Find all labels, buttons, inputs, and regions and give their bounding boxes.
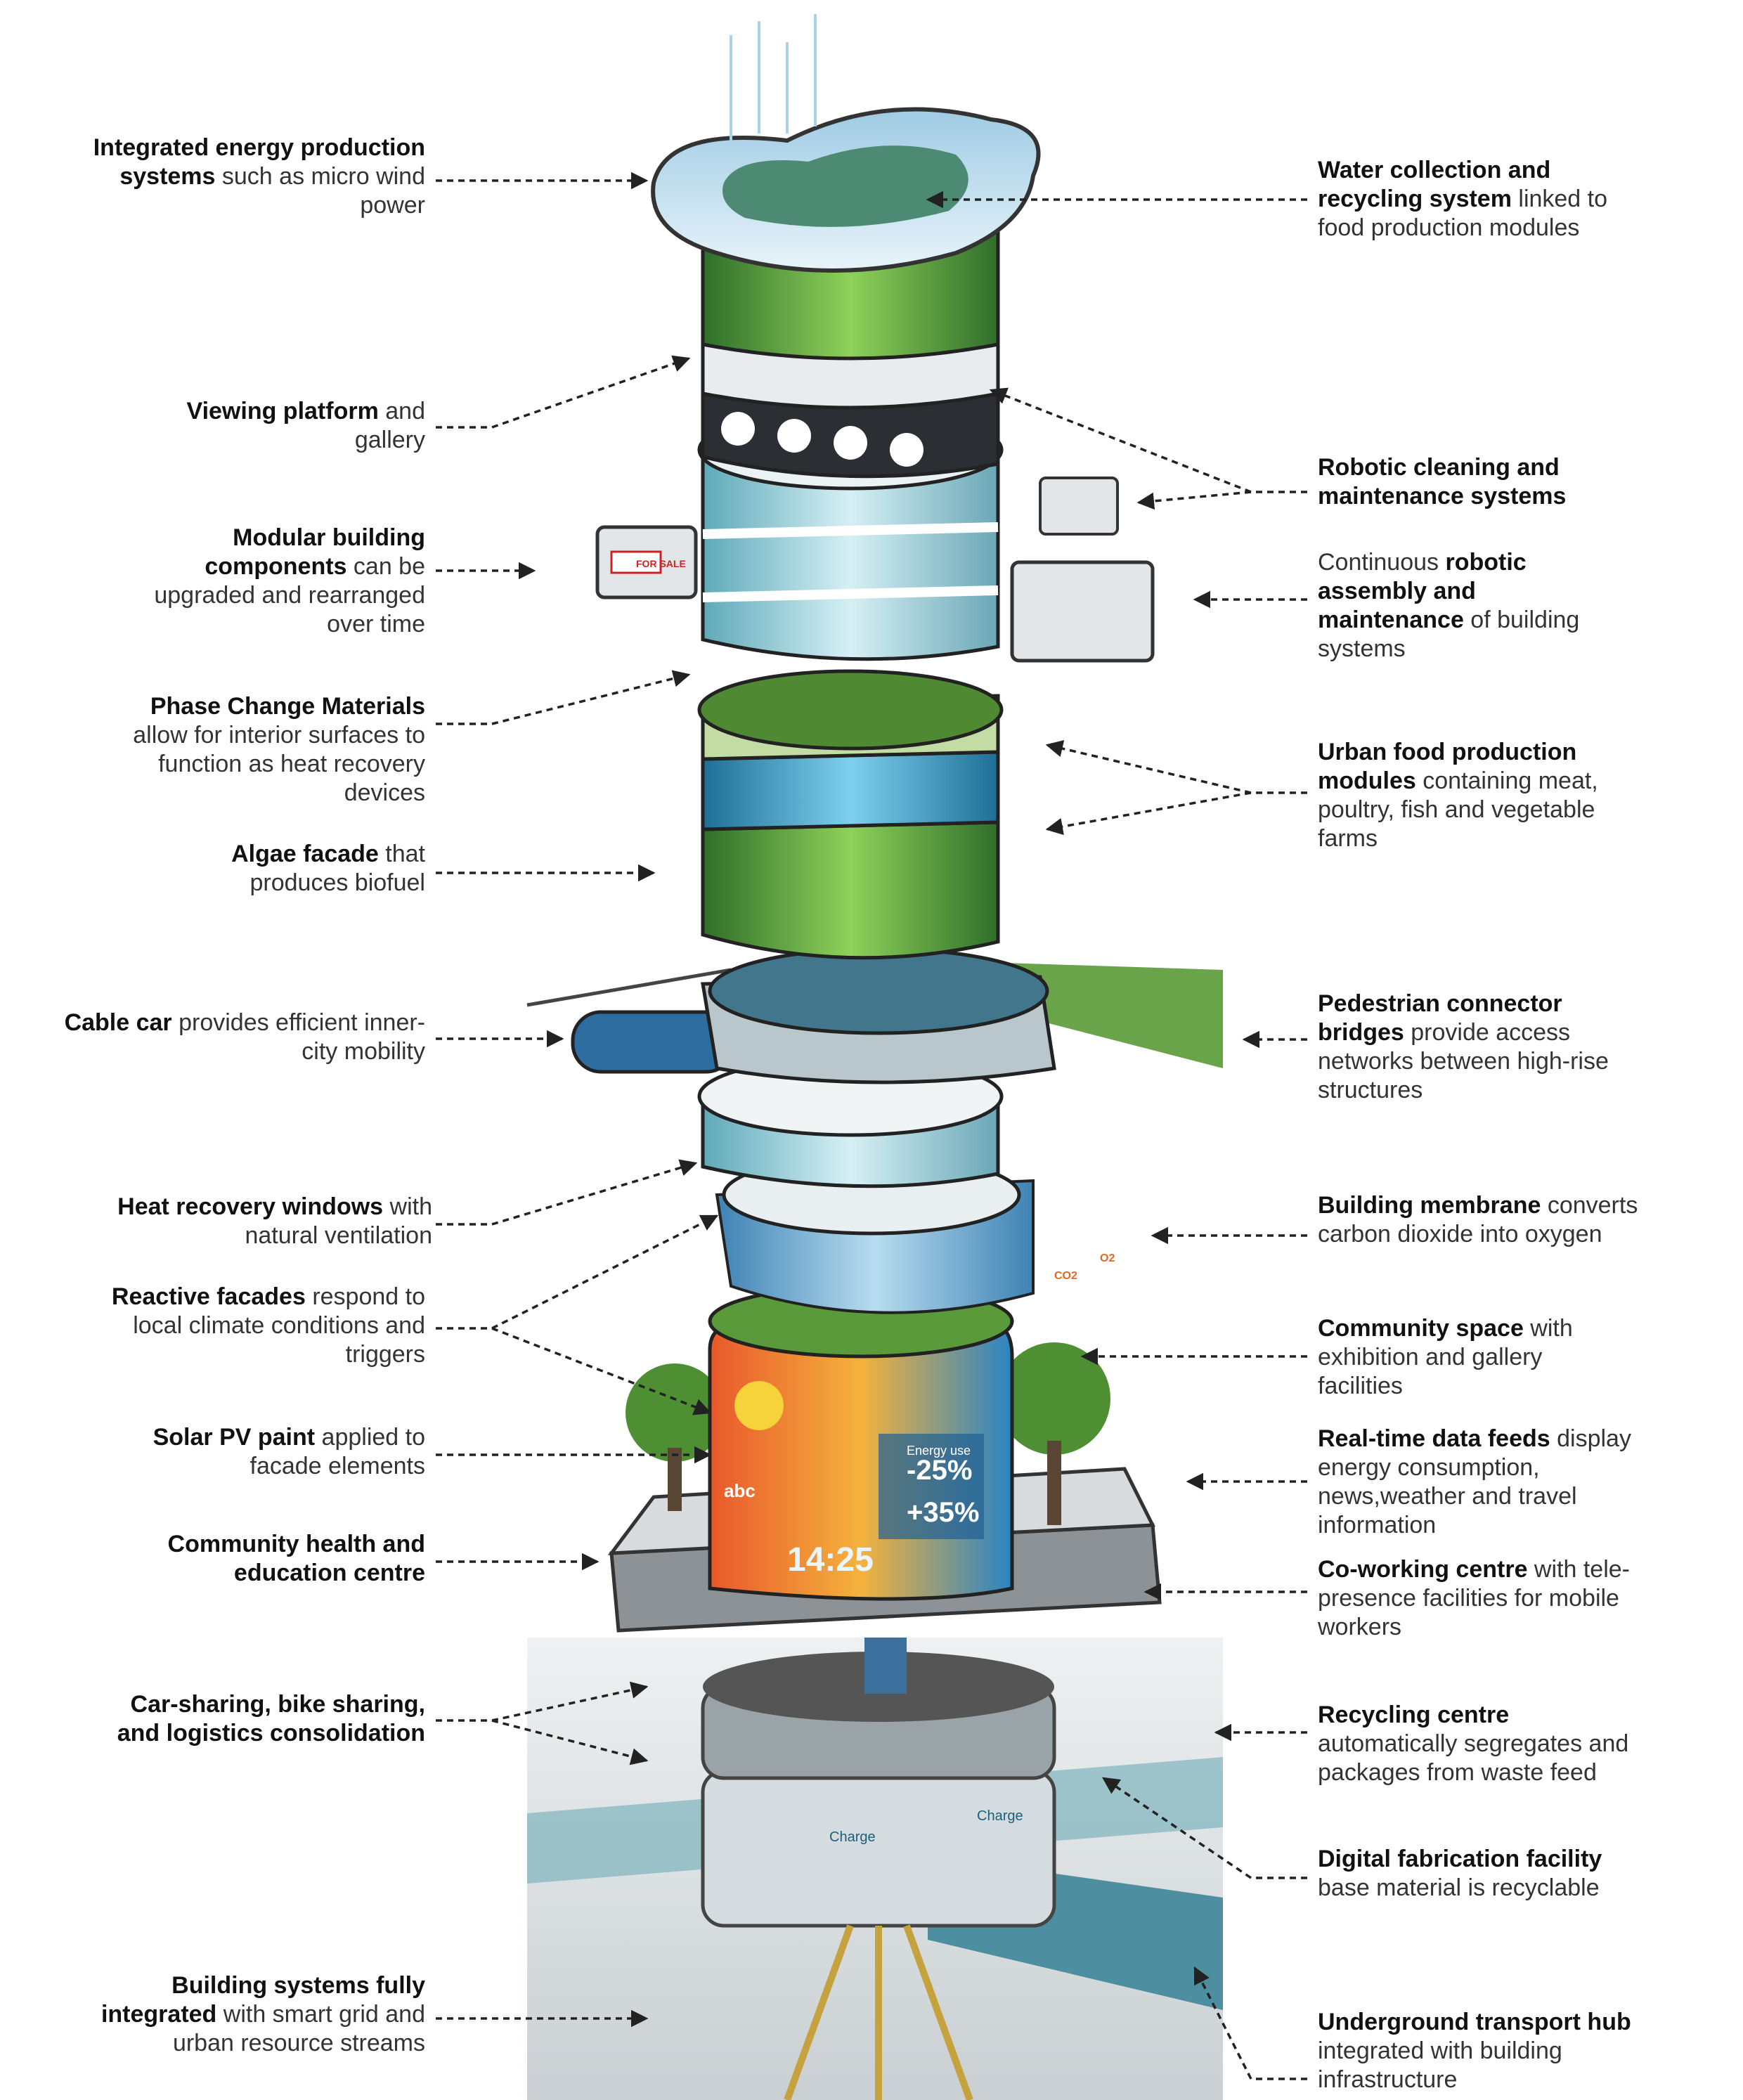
sign-charge-2: Charge (977, 1808, 1023, 1824)
label-water: Water collection and recycling system li… (1318, 157, 1608, 241)
robot-arms (595, 477, 1155, 663)
sign-pct1: -25% (907, 1455, 972, 1486)
sign-energy-use: Energy use (907, 1444, 971, 1458)
label-food: Urban food production modules containing… (1318, 739, 1598, 852)
sign-charge-1: Charge (829, 1829, 876, 1845)
label-viewing: Viewing platform and gallery (186, 398, 425, 453)
label-carshare: Car-sharing, bike sharing, and logistics… (117, 1691, 425, 1746)
leader-reactive-a (436, 1214, 719, 1330)
leader-transport (1193, 1966, 1307, 2080)
label-transport: Underground transport hub integrated wit… (1318, 2009, 1631, 2093)
label-assembly: Continuous robotic assembly and maintena… (1318, 549, 1580, 662)
leader-fabrication (1101, 1777, 1307, 1879)
label-energy: Integrated energy production systems suc… (93, 134, 425, 219)
leader-pcm (436, 670, 691, 725)
leader-food-b (1045, 791, 1252, 836)
sign-co2: CO2 (1054, 1270, 1077, 1282)
label-bridges: Pedestrian connector bridges provide acc… (1318, 990, 1609, 1103)
label-health: Community health and education centre (167, 1531, 425, 1586)
label-modular: Modular building components can be upgra… (154, 524, 425, 637)
leader-viewing (436, 355, 691, 429)
algae-block (697, 669, 1004, 960)
sign-clock: 14:25 (787, 1541, 874, 1579)
label-datafeeds: Real-time data feeds display energy cons… (1318, 1425, 1631, 1538)
label-cable: Cable car provides efficient inner-city … (64, 1009, 425, 1065)
leader-lines (436, 171, 1307, 2080)
cable-car-level (526, 947, 1223, 1084)
label-solar: Solar PV paint applied to facade element… (153, 1424, 425, 1479)
label-membrane: Building membrane converts carbon dioxid… (1318, 1192, 1638, 1247)
leader-carshare-b (491, 1719, 649, 1765)
label-robotic: Robotic cleaning and maintenance systems (1318, 454, 1567, 510)
trees (626, 1342, 1110, 1525)
label-grid: Building systems fully integrated with s… (101, 1972, 425, 2056)
roof (651, 14, 1041, 273)
label-pcm: Phase Change Materials allow for interio… (133, 693, 425, 806)
sign-o2: O2 (1100, 1252, 1115, 1264)
label-recycling: Recycling centre automatically segregate… (1318, 1702, 1629, 1786)
sign-abc: abc (724, 1480, 756, 1501)
label-algae: Algae facade that produces biofuel (231, 841, 425, 896)
underground-base (527, 1638, 1223, 2100)
label-fabrication: Digital fabrication facility base materi… (1318, 1846, 1602, 1901)
label-heat: Heat recovery windows with natural venti… (117, 1193, 432, 1249)
sign-pct2: +35% (907, 1497, 979, 1528)
sign-for-sale: FOR SALE (636, 558, 686, 569)
label-coworking: Co-working centre with tele-presence fac… (1318, 1556, 1630, 1640)
label-community: Community space with exhibition and gall… (1318, 1315, 1573, 1399)
leader-food-a (1045, 740, 1307, 794)
leader-robotic-b (1136, 491, 1252, 510)
leader-robotic-a (989, 387, 1307, 493)
leader-heat (436, 1159, 698, 1226)
leader-reactive-b (491, 1327, 712, 1415)
label-reactive: Reactive facades respond to local climat… (111, 1283, 425, 1368)
